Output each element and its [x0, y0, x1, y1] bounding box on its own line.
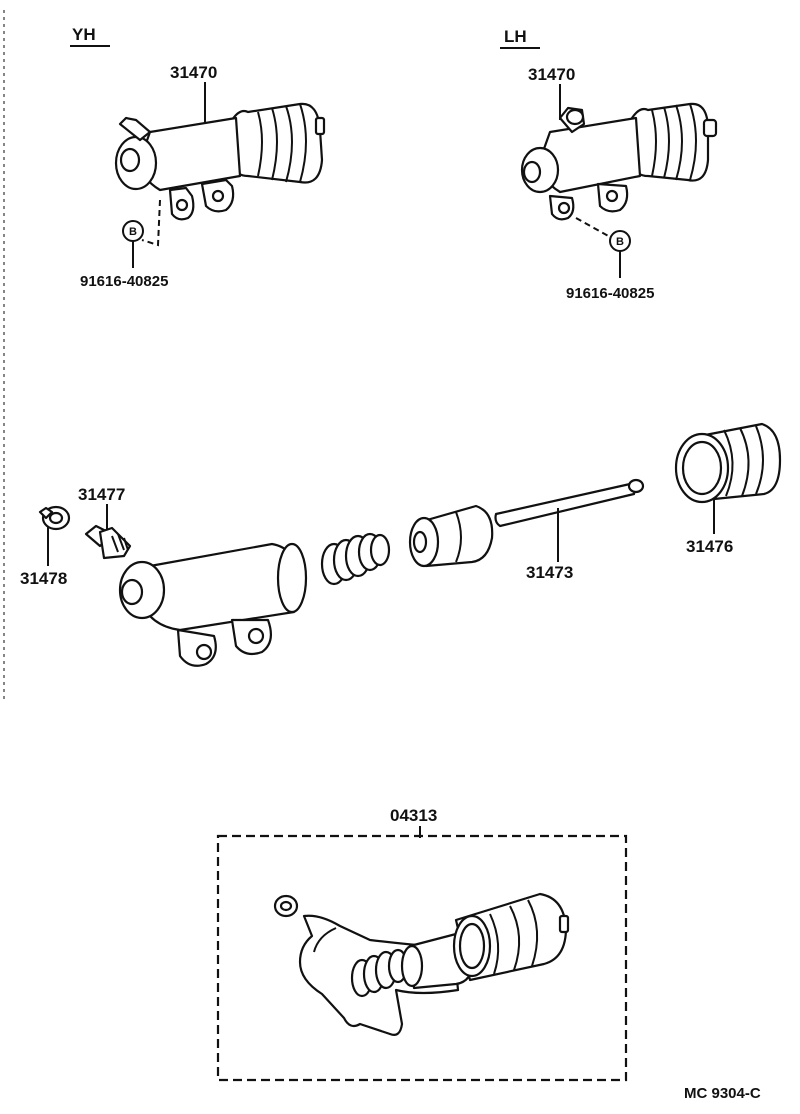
- bolt-leader-lh: [575, 217, 613, 239]
- bolt-marker-lh: B: [616, 236, 624, 248]
- slave-cylinder-assembly-lh[interactable]: [520, 102, 718, 221]
- variant-header-lh: LH: [504, 27, 527, 46]
- dust-boot-part[interactable]: [674, 422, 782, 504]
- slave-cylinder-assembly-yh[interactable]: [114, 102, 326, 221]
- part-label-31476: 31476: [686, 537, 733, 556]
- bolt-part-label-yh: 91616-40825: [80, 273, 168, 290]
- kit-group-frame: [216, 834, 628, 1082]
- piston-part[interactable]: [408, 504, 494, 568]
- bleeder-screw-part[interactable]: [84, 524, 132, 560]
- part-label-31473: 31473: [526, 563, 573, 582]
- cylinder-body-part[interactable]: [118, 542, 308, 667]
- repair-kit-parts[interactable]: [273, 892, 570, 1036]
- bleeder-cap-part[interactable]: [38, 505, 71, 531]
- part-label-31478: 31478: [20, 569, 67, 588]
- return-spring-part[interactable]: [320, 532, 391, 586]
- diagram-code: MC 9304-C: [684, 1085, 761, 1102]
- bolt-marker-yh: B: [129, 226, 137, 238]
- part-label-31477: 31477: [78, 485, 125, 504]
- part-label-04313: 04313: [390, 806, 437, 825]
- variant-header-yh: YH: [72, 25, 96, 44]
- bolt-leader-yh: [141, 199, 161, 247]
- push-rod-part[interactable]: [494, 478, 645, 528]
- part-label-31470-lh: 31470: [528, 65, 575, 84]
- part-label-31470-yh: 31470: [170, 63, 217, 82]
- bolt-part-label-lh: 91616-40825: [566, 285, 654, 302]
